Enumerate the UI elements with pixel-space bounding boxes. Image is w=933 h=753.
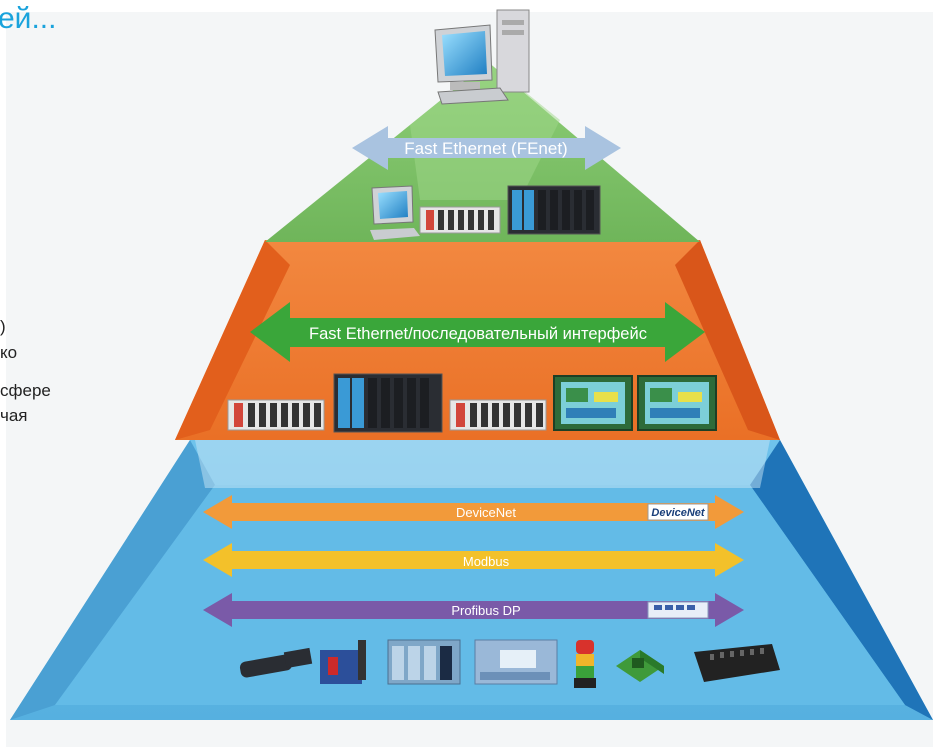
terminal-block-icon [694,644,780,682]
top-tier-hardware [370,185,601,240]
io-module-icon [387,639,461,685]
modbus-bus-label: Modbus [463,554,510,569]
devicenet-bus-label: DeviceNet [456,505,516,520]
devicenet-bus-arrow [203,495,744,529]
signal-tower-icon [574,640,596,688]
limit-switch-icon [616,650,664,682]
side-text-line: ко [0,343,18,362]
middle-tier-arrow-label: Fast Ethernet/последовательный интерфейс [309,325,647,343]
top-tier-arrow [352,126,621,170]
middle-tier-hardware [227,373,717,433]
side-text-line: ) [0,317,6,336]
controller-module-icon [474,639,558,685]
profibus-bus-label: Profibus DP [451,603,520,618]
side-text-line: чая [0,406,28,425]
photoelectric-sensor-icon [320,640,366,684]
computer-workstation-icon [434,9,530,105]
middle-tier [175,240,780,488]
proximity-sensor-icon [239,647,313,678]
devicenet-logo [647,503,709,521]
modbus-bus-arrow [203,543,744,577]
devicenet-logo-text: DeviceNet [651,507,706,519]
middle-tier-arrow [250,302,705,362]
page-title: ей... [0,2,57,35]
side-text-line: сфере [0,381,51,400]
profibus-bus-arrow [203,593,744,627]
top-tier-arrow-label: Fast Ethernet (FEnet) [404,139,567,158]
profibus-logo-icon [647,601,709,619]
